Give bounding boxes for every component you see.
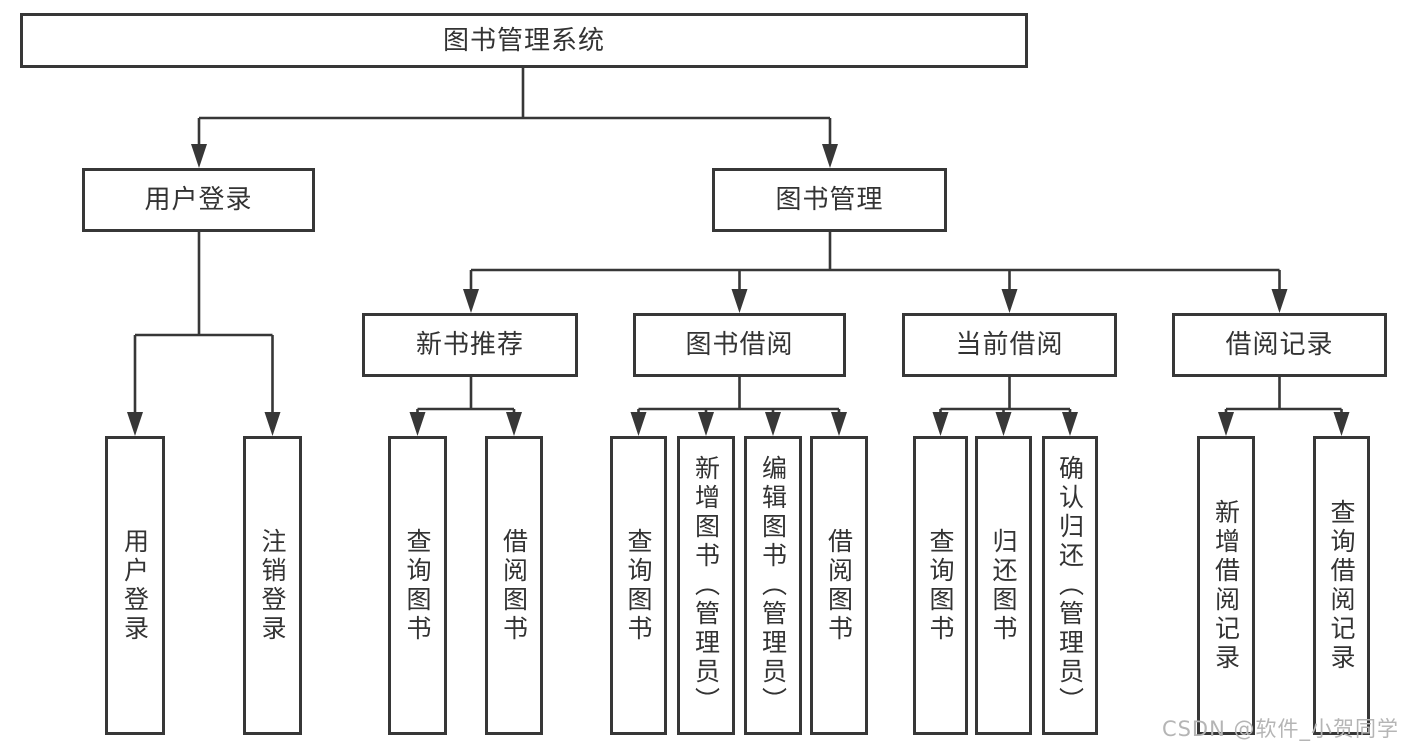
- node-leaf-user-login: 用户登录: [105, 436, 165, 735]
- node-current-borrow-label: 当前借阅: [955, 330, 1064, 360]
- node-root-label: 图书管理系统: [442, 25, 605, 56]
- node-current-borrow: 当前借阅: [902, 313, 1117, 377]
- leaf-label: 查询借阅记录: [1327, 498, 1356, 673]
- node-leaf-query-books-borrow: 查询图书: [610, 436, 667, 735]
- node-leaf-add-books-admin: 新增图书（管理员）: [677, 436, 735, 735]
- wire-root: [197, 68, 832, 152]
- leaf-label: 查询图书: [624, 527, 653, 644]
- leaf-label: 编辑图书（管理员）: [758, 455, 788, 716]
- node-new-book-rec: 新书推荐: [362, 313, 578, 377]
- node-leaf-borrow-books: 借阅图书: [810, 436, 868, 735]
- node-leaf-return-books: 归还图书: [975, 436, 1032, 735]
- node-borrow-record-label: 借阅记录: [1225, 330, 1334, 360]
- node-leaf-borrow-books-rec: 借阅图书: [485, 436, 543, 735]
- node-leaf-query-borrow-record: 查询借阅记录: [1313, 436, 1370, 735]
- node-new-book-rec-label: 新书推荐: [415, 330, 524, 360]
- wire-book-mgmt: [469, 232, 1281, 297]
- leaf-label: 归还图书: [989, 527, 1018, 644]
- node-user-login-label: 用户登录: [144, 185, 253, 215]
- node-leaf-confirm-return-admin: 确认归还（管理员）: [1042, 436, 1098, 735]
- leaf-label: 查询图书: [403, 527, 432, 644]
- wire-new-book-rec: [416, 377, 516, 420]
- node-user-login: 用户登录: [82, 168, 315, 232]
- leaf-label: 借阅图书: [824, 527, 854, 644]
- node-book-borrow: 图书借阅: [633, 313, 846, 377]
- wire-book-borrow: [637, 377, 841, 420]
- leaf-label: 用户登录: [120, 527, 150, 644]
- node-leaf-edit-books-admin: 编辑图书（管理员）: [744, 436, 802, 735]
- leaf-label: 新增图书（管理员）: [691, 455, 721, 716]
- leaf-label: 确认归还（管理员）: [1055, 455, 1085, 716]
- wire-borrow-record: [1224, 377, 1343, 420]
- leaf-label: 借阅图书: [499, 527, 529, 644]
- leaf-label: 新增借阅记录: [1211, 498, 1241, 673]
- node-book-mgmt-label: 图书管理: [775, 185, 884, 215]
- node-borrow-record: 借阅记录: [1172, 313, 1387, 377]
- node-leaf-query-books-current: 查询图书: [913, 436, 968, 735]
- node-book-mgmt: 图书管理: [712, 168, 947, 232]
- arrowheads: [127, 144, 1350, 436]
- csdn-watermark: CSDN @软件_小贺同学: [1161, 717, 1399, 741]
- leaf-label: 注销登录: [258, 527, 287, 644]
- node-root: 图书管理系统: [20, 13, 1028, 68]
- leaf-label: 查询图书: [926, 527, 955, 644]
- wire-user-login: [133, 232, 274, 420]
- node-leaf-add-borrow-record: 新增借阅记录: [1197, 436, 1255, 735]
- node-leaf-query-books-rec: 查询图书: [388, 436, 447, 735]
- node-leaf-logout: 注销登录: [243, 436, 302, 735]
- node-book-borrow-label: 图书借阅: [685, 330, 794, 360]
